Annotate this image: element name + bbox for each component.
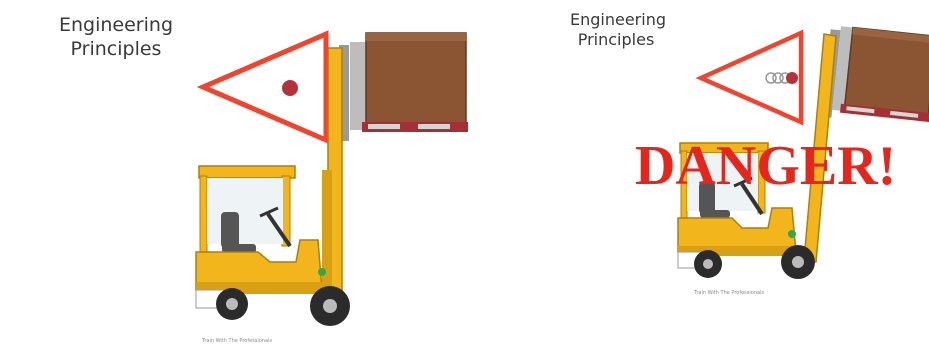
stable-forklift-illustration (0, 0, 470, 353)
load-box-icon (845, 28, 929, 114)
center-of-gravity-icon (282, 80, 298, 96)
stable-forklift-panel: Engineering Principles (0, 0, 470, 353)
stability-triangle-icon (203, 34, 326, 140)
stability-triangle-icon (701, 33, 801, 122)
tipping-forklift-panel: Engineering Principles (470, 0, 929, 353)
danger-warning: DANGER! (635, 138, 896, 194)
pallet-icon (362, 122, 468, 132)
credit-text: Train With The Professionals (694, 290, 764, 296)
credit-text: Train With The Professionals (202, 338, 272, 344)
load-box-icon (366, 33, 466, 123)
